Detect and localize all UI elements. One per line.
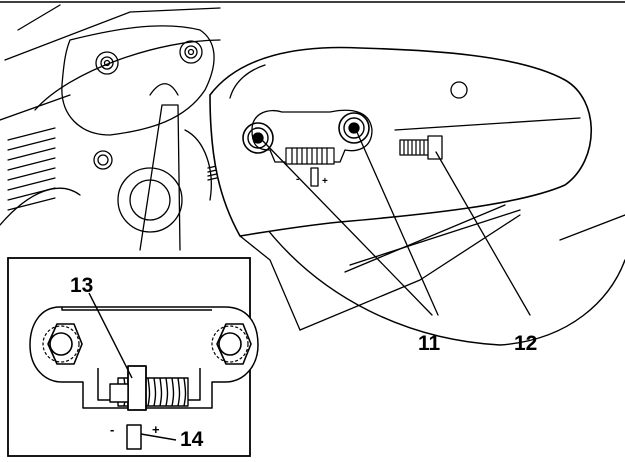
leader-lines-main — [261, 129, 531, 316]
pointer-bracket — [127, 365, 147, 411]
tension-screw-12 — [399, 135, 443, 160]
callout-12: 12 — [514, 332, 537, 355]
bolt-upper-3 — [93, 150, 113, 170]
nut-11-right — [338, 112, 370, 144]
pointer-base — [109, 383, 129, 403]
plus-mark-main: + — [322, 176, 328, 187]
blade-arc — [259, 219, 625, 346]
nut-detail-right — [211, 323, 252, 365]
indicator-main — [310, 167, 319, 187]
callout-11: 11 — [418, 332, 441, 355]
guard-lower-edge — [239, 235, 301, 331]
rear-housing — [117, 167, 183, 233]
main-view — [0, 1, 625, 346]
nut-11-left — [242, 122, 274, 154]
housing-edge — [184, 129, 212, 201]
frame-line — [4, 7, 221, 61]
callout-13: 13 — [70, 274, 93, 297]
handle-bar — [139, 104, 181, 251]
leader-13 — [88, 292, 133, 379]
tension-plate-detail — [29, 306, 259, 409]
bolt-upper-1 — [95, 51, 119, 75]
minus-mark-detail: - — [110, 422, 114, 437]
slot-line — [394, 117, 581, 131]
tension-plate-main — [251, 109, 373, 163]
housing-curve — [0, 187, 81, 226]
blade-guard-line — [559, 214, 625, 241]
leader-12 — [435, 151, 531, 316]
frame-line — [17, 4, 61, 31]
callout-14: 14 — [180, 428, 204, 451]
leader-14 — [140, 433, 177, 441]
minus-mark-main: - — [296, 174, 299, 185]
leader-11a — [261, 139, 433, 316]
guard-diagonal-3 — [344, 204, 506, 273]
rear-housing-inner — [129, 179, 171, 221]
cover-rim — [229, 64, 266, 99]
handle-bar-top — [149, 83, 179, 96]
guard-diagonal-2 — [349, 209, 521, 266]
cover-hole — [450, 81, 468, 99]
plus-mark-detail: + — [152, 422, 160, 437]
spring-main — [285, 147, 335, 165]
leader-11b — [355, 129, 439, 316]
guard-diagonal — [299, 214, 521, 331]
nut-detail-left — [42, 323, 83, 365]
frame-line — [0, 94, 71, 121]
bolt-upper-2 — [179, 40, 203, 64]
plate-top-edge — [61, 307, 212, 311]
cooling-fins — [7, 127, 56, 211]
detail-inset: - + 13 14 — [7, 257, 259, 457]
indicator-tab-14 — [126, 424, 142, 450]
